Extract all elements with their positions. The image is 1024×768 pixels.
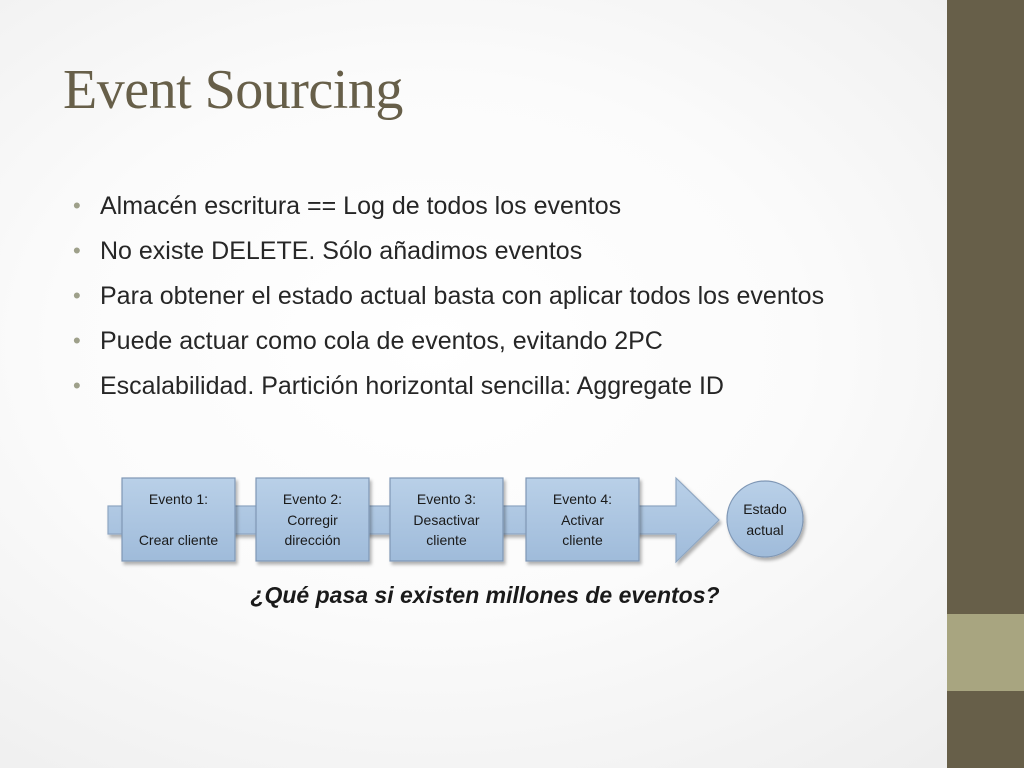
bullet-dot-icon: • — [73, 193, 81, 218]
bullet-list: • Almacén escritura == Log de todos los e… — [73, 188, 873, 413]
bullet-text: Almacén escritura == Log de todos los ev… — [100, 192, 622, 220]
bullet-item: • Para obtener el estado actual basta con… — [73, 278, 873, 314]
question-text: ¿Qué pasa si existen millones de eventos… — [250, 582, 720, 608]
bullet-text: Escalabilidad. Partición horizontal senc… — [100, 372, 724, 400]
event-box-1 — [121, 477, 236, 562]
slide-title: Event Sourcing — [63, 59, 403, 121]
event-box-2 — [255, 477, 370, 562]
state-label: Estado actual — [743, 501, 787, 538]
bullet-dot-icon: • — [73, 328, 81, 353]
bullet-dot-icon: • — [73, 283, 81, 308]
bullet-dot-icon: • — [73, 238, 81, 263]
bullet-item: • No existe DELETE. Sólo añadimos eventos — [73, 233, 873, 269]
event-4-label: Evento 4: Activar cliente — [552, 491, 613, 548]
bullet-text: No existe DELETE. Sólo añadimos eventos — [100, 237, 583, 265]
bullet-item: • Escalabilidad. Partición horizontal sen… — [73, 368, 873, 404]
sidebar-accent-block — [947, 614, 1024, 691]
event-box-4 — [525, 477, 640, 562]
bullet-text: Para obtener el estado actual basta con … — [100, 282, 825, 310]
event-box-3 — [389, 477, 504, 562]
bullet-item: • Puede actuar como cola de eventos, evit… — [73, 323, 873, 359]
bullet-text: Puede actuar como cola de eventos, evita… — [100, 327, 663, 355]
bullet-item: • Almacén escritura == Log de todos los e… — [73, 188, 873, 224]
event-1-label: Evento 1: Crear cliente — [138, 491, 219, 548]
event-3-label: Evento 3: Desactivar cliente — [413, 491, 480, 548]
state-circle — [726, 480, 804, 558]
bullet-dot-icon: • — [73, 373, 81, 398]
event-2-label: Evento 2: Corregir dirección — [282, 491, 343, 548]
